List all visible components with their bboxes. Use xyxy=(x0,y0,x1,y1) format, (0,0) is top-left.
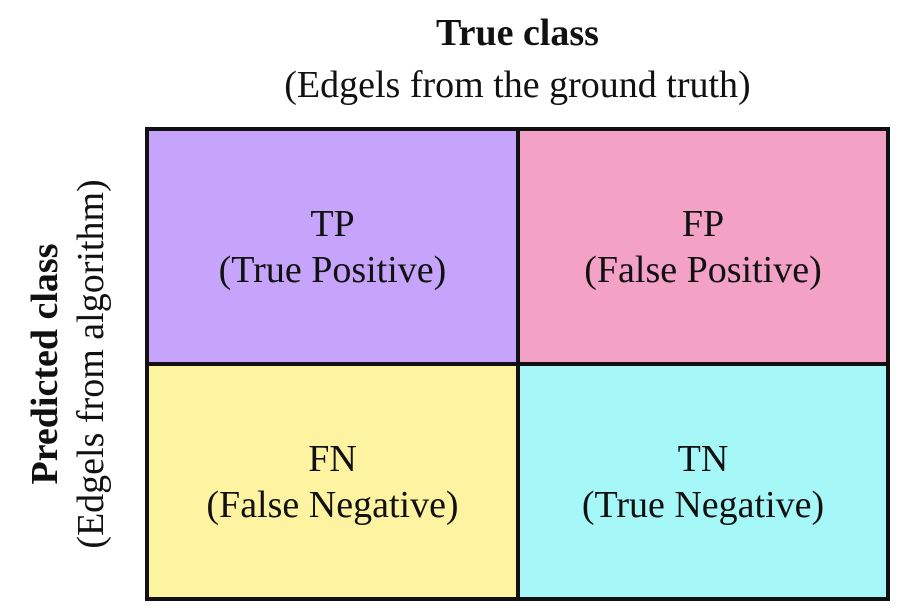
column-axis-title: True class xyxy=(436,12,599,54)
row-axis-title: Predicted class xyxy=(24,243,66,485)
cell-label: (False Negative) xyxy=(206,483,459,526)
cell-true-negative: TN (True Negative) xyxy=(520,366,886,597)
cell-label: (True Negative) xyxy=(581,483,825,526)
cell-abbreviation: FN xyxy=(308,437,357,480)
row-axis-subtitle: (Edgels from algorithm) xyxy=(70,179,112,549)
cell-false-negative: FN (False Negative) xyxy=(149,366,516,597)
cell-true-positive: TP (True Positive) xyxy=(149,131,516,362)
cell-abbreviation: FP xyxy=(681,202,725,245)
cell-label: (False Positive) xyxy=(584,248,822,291)
column-axis-subtitle: (Edgels from the ground truth) xyxy=(284,64,751,106)
cell-label: (True Positive) xyxy=(218,248,447,291)
confusion-matrix: TP (True Positive) FP (False Positive) F… xyxy=(145,127,890,601)
cell-false-positive: FP (False Positive) xyxy=(520,131,886,362)
cell-abbreviation: TP xyxy=(310,202,355,245)
row-axis-label-group: Predicted class (Edgels from algorithm) xyxy=(22,179,114,548)
horizontal-divider xyxy=(149,362,886,366)
cell-abbreviation: TN xyxy=(677,437,729,480)
